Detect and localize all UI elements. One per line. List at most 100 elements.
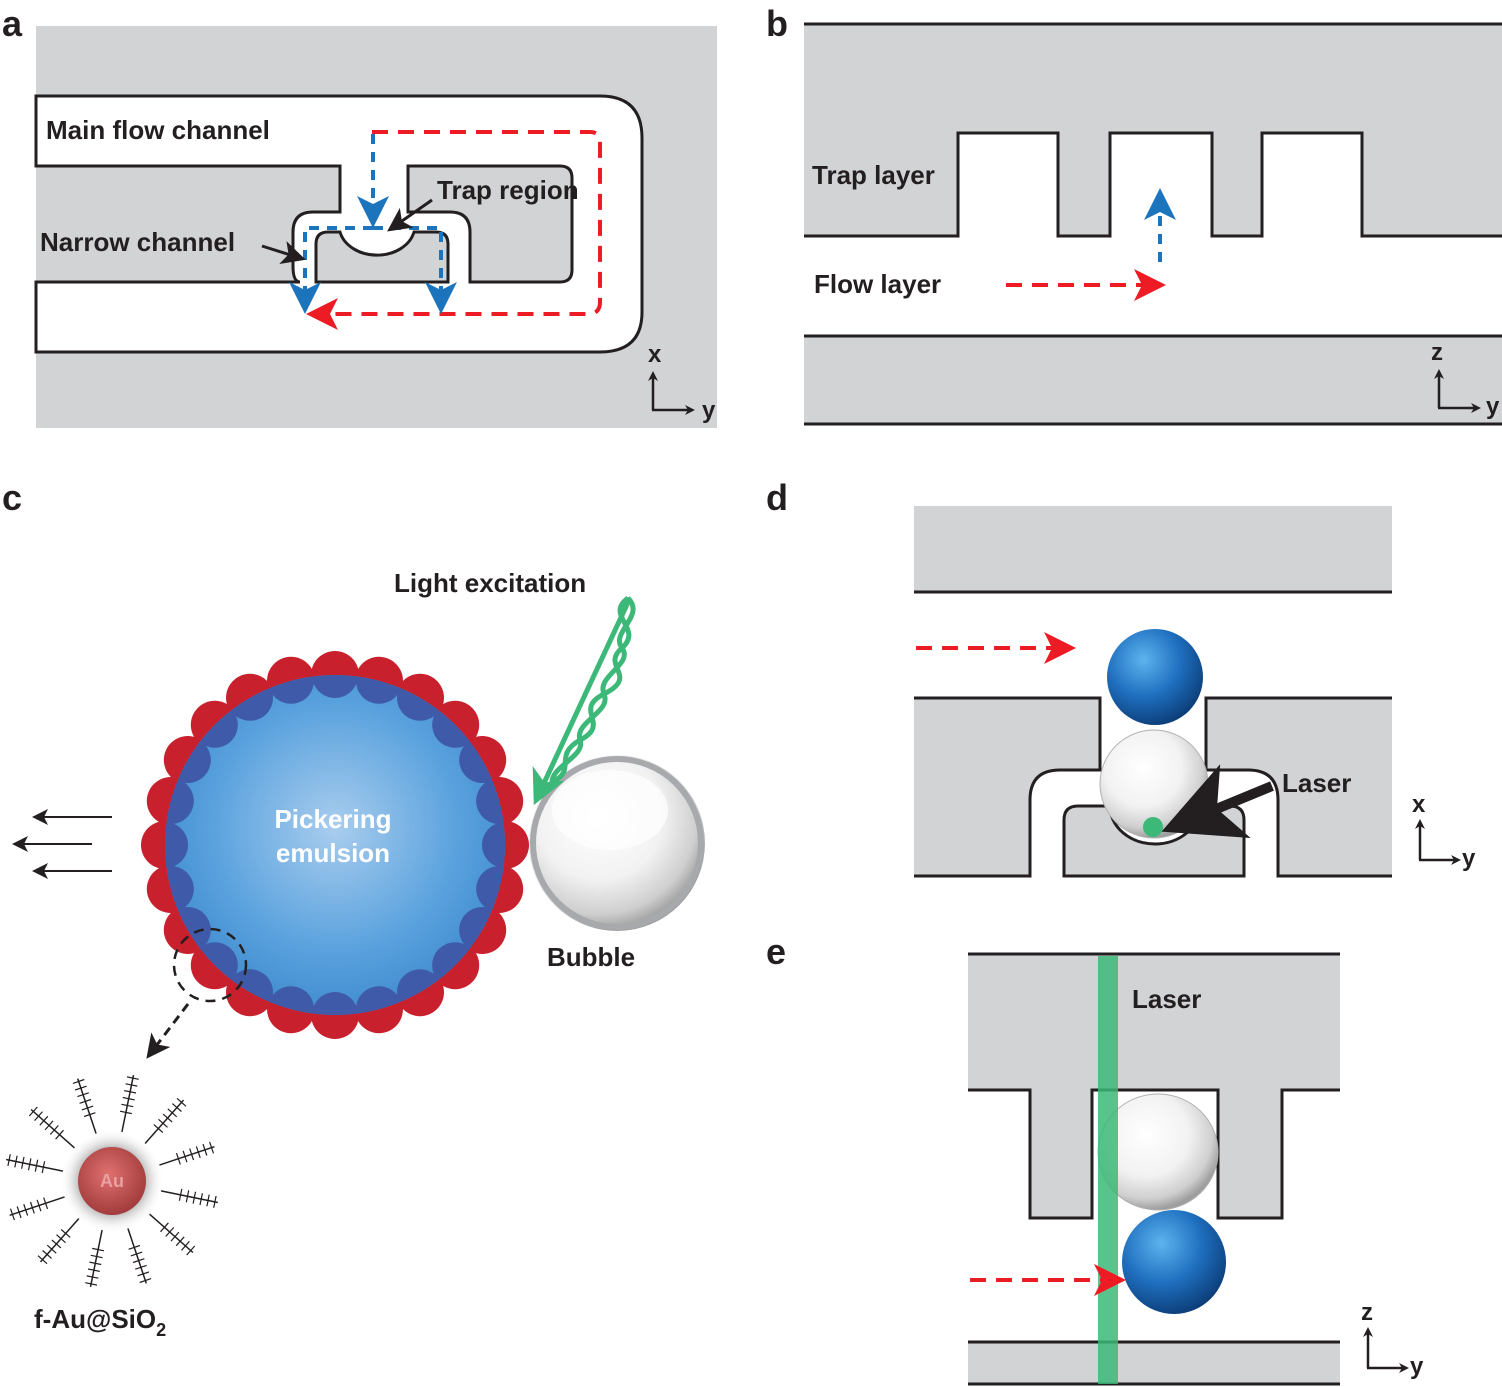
- panel-e-letter: e: [766, 931, 786, 972]
- ligand-branch: [125, 1083, 138, 1087]
- pickering-label-line2: emulsion: [276, 838, 390, 868]
- ligand-branch: [130, 1251, 143, 1257]
- narrow-channel-label: Narrow channel: [40, 227, 235, 257]
- particle-cap: [356, 675, 402, 704]
- wave-icon-strand: [550, 596, 632, 785]
- particle-cap: [165, 866, 194, 912]
- panel-d: [914, 506, 1461, 878]
- ligand-branch: [72, 1078, 85, 1084]
- trap-layer: [804, 24, 1502, 236]
- ligand-branch: [87, 1268, 100, 1272]
- ligand-branch: [85, 1282, 98, 1286]
- ligand-branch: [7, 1154, 11, 1167]
- ligand-branch: [81, 1105, 94, 1111]
- bubble-highlight: [552, 770, 668, 850]
- ligand-chain: [9, 1196, 65, 1217]
- particle-cap: [476, 778, 505, 824]
- particle-cap: [476, 866, 505, 912]
- trap-layer: [968, 954, 1340, 1218]
- ligand-branch: [195, 1146, 201, 1158]
- trap-post: [314, 230, 450, 284]
- laser-label: Laser: [1132, 984, 1201, 1014]
- ligand-branch: [213, 1195, 217, 1208]
- ligand-branch: [9, 1208, 15, 1221]
- ligand-branch: [128, 1244, 141, 1250]
- ligand-branch: [122, 1096, 135, 1101]
- ligand-branch: [92, 1247, 105, 1252]
- zoom-pointer: [146, 1003, 190, 1059]
- ligand-branch: [167, 1108, 178, 1118]
- axis-y-label: y: [1486, 393, 1500, 420]
- ligand-branch: [189, 1148, 195, 1161]
- trap-layer-label: Trap layer: [812, 160, 935, 190]
- au-label: Au: [100, 1171, 124, 1191]
- top-wall: [914, 506, 1392, 592]
- ligand-branch: [181, 1241, 190, 1251]
- ligand-branch: [60, 1229, 71, 1238]
- pickering-droplet: [165, 675, 505, 1015]
- ligand-branch: [74, 1085, 87, 1091]
- ligand-branch: [36, 1199, 42, 1212]
- panel-a: [34, 26, 717, 428]
- ligand-branch: [51, 1239, 62, 1249]
- ligand-branch: [178, 1188, 183, 1201]
- pickering-label-line1: Pickering: [274, 804, 391, 834]
- particle-label-main: f-Au@SiO: [34, 1304, 156, 1334]
- ligand-branch: [16, 1206, 22, 1219]
- ligand-branch: [170, 1231, 180, 1242]
- ligand-branch: [158, 1118, 168, 1128]
- ligand-branch: [139, 1278, 152, 1284]
- ligand-chain: [144, 1099, 185, 1144]
- ligand-branch: [206, 1194, 210, 1207]
- blue-droplet: [1122, 1210, 1226, 1314]
- ligand-branch: [56, 1234, 66, 1244]
- ligand-chain: [149, 1213, 194, 1254]
- particle-cap: [165, 778, 194, 824]
- panel-c-letter: c: [2, 477, 22, 518]
- ligand-branch: [172, 1103, 182, 1112]
- axis-x-label: x: [1412, 791, 1426, 818]
- bypass-flow-arrow: [306, 130, 602, 330]
- ligand-chain: [30, 1108, 75, 1149]
- ligand-branch: [192, 1191, 197, 1204]
- ligand-chain: [39, 1218, 80, 1263]
- ligand-branch: [175, 1236, 185, 1247]
- laser-label: Laser: [1282, 768, 1351, 798]
- ligand-branch: [29, 1201, 35, 1214]
- ligand-branch: [79, 1098, 92, 1104]
- bubble-rim: [530, 756, 704, 930]
- particle-cap: [312, 675, 358, 698]
- particle-cap: [268, 675, 314, 704]
- ligand-branch: [42, 1250, 52, 1259]
- main-flow-channel: [34, 94, 644, 354]
- ligand-branch: [46, 1244, 57, 1254]
- particle-label-subscript: 2: [156, 1320, 166, 1340]
- light-excitation-arrow: [532, 596, 633, 806]
- ligand-branch: [49, 1125, 59, 1135]
- ligand-branch: [86, 1275, 99, 1279]
- particle-cap: [165, 822, 188, 868]
- trap-wall: [914, 698, 1392, 876]
- ligand-branch: [153, 1124, 164, 1133]
- ligand-branch: [182, 1150, 188, 1163]
- axis-z-label: z: [1361, 1299, 1373, 1326]
- main-flow-channel-label: Main flow channel: [46, 115, 270, 145]
- ligand-branch: [39, 1115, 49, 1126]
- ligand-branch: [121, 1103, 134, 1108]
- ligand-branch: [199, 1193, 203, 1206]
- bottom-substrate-outline: [968, 1340, 1340, 1386]
- ligand-branch: [28, 1106, 38, 1117]
- laser-spot: [1143, 817, 1163, 837]
- ligand-chain: [159, 1145, 215, 1166]
- panel-d-letter: d: [766, 477, 788, 518]
- nanoparticle-ligands: [6, 1075, 218, 1287]
- axis-x-label: x: [648, 341, 662, 368]
- particle-label: f-Au@SiO2: [34, 1304, 166, 1340]
- axis-z-label: z: [1431, 339, 1443, 366]
- axis-y-label: y: [1410, 1353, 1424, 1380]
- ligand-branch: [165, 1227, 175, 1237]
- panel-b: [804, 22, 1502, 426]
- ligand-branch: [186, 1245, 196, 1256]
- particle-cap: [312, 992, 358, 1015]
